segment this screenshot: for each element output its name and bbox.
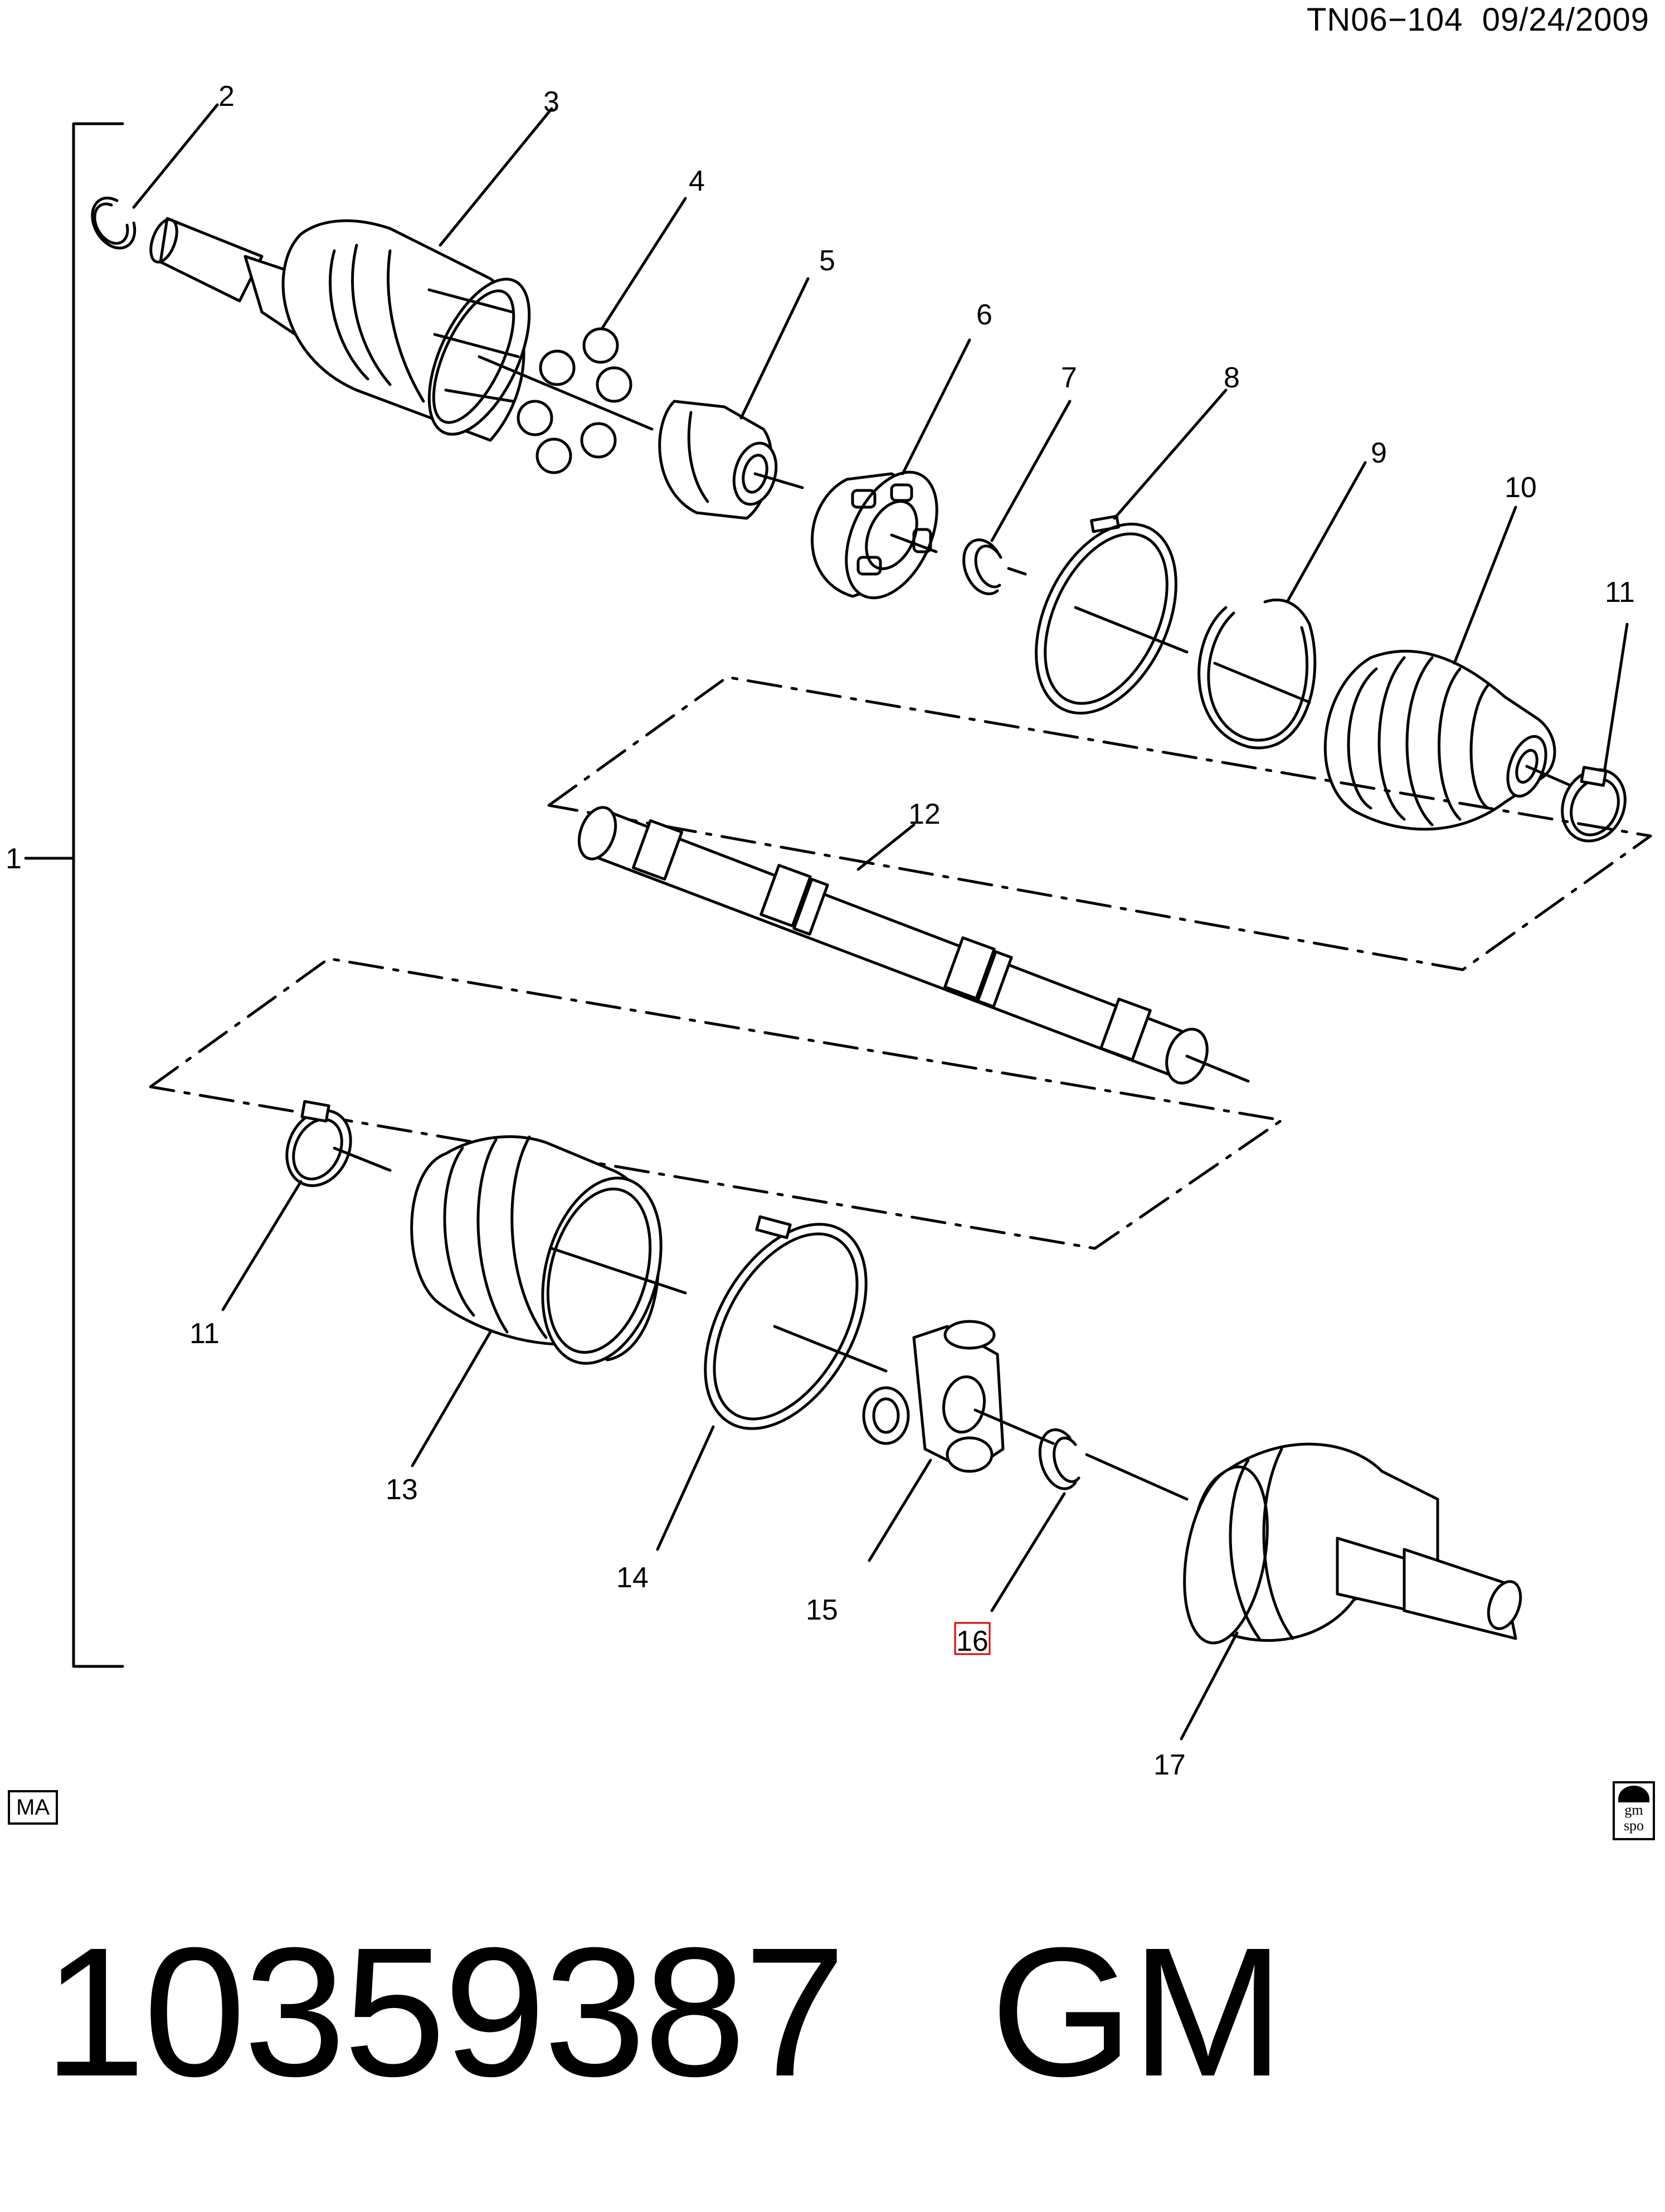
drawing-header: TN06−104 09/24/2009 — [1307, 1, 1649, 38]
drawing-date: 09/24/2009 — [1482, 2, 1649, 38]
callout-11-lower: 11 — [189, 1318, 220, 1350]
callout-5: 5 — [819, 245, 835, 277]
small-boot-clamp-11-lower — [221, 1100, 392, 1311]
inner-joint-housing-17 — [1180, 1442, 1522, 1741]
inner-race-5 — [658, 277, 810, 520]
bearing-balls-4 — [517, 197, 687, 474]
snap-ring-7 — [962, 400, 1072, 595]
callout-17: 17 — [1153, 1749, 1186, 1781]
callout-3: 3 — [543, 86, 559, 118]
callout-4: 4 — [689, 165, 705, 197]
retaining-ring-2 — [91, 103, 219, 250]
outer-boot-10 — [1323, 505, 1573, 831]
callout-10: 10 — [1505, 471, 1537, 504]
tripot-spider-15 — [862, 1320, 1055, 1562]
gm-spo-line1: gm — [1624, 1802, 1643, 1818]
callout-6: 6 — [976, 299, 992, 331]
ma-badge: MA — [8, 1790, 58, 1825]
assembly-bracket — [24, 122, 124, 1668]
callout-7: 7 — [1061, 362, 1077, 394]
callout-13: 13 — [386, 1474, 418, 1506]
brand-name: GM — [990, 1909, 1284, 2114]
axle-shaft-12 — [577, 806, 1250, 1085]
large-boot-clamp-14 — [656, 1215, 888, 1551]
ball-cage-6 — [811, 338, 971, 600]
large-boot-clamp-8 — [1035, 388, 1228, 715]
inner-boot-13 — [410, 1135, 687, 1467]
callout-9: 9 — [1371, 437, 1387, 469]
gm-spo-line2: spo — [1623, 1817, 1644, 1834]
part-number: 10359387 — [43, 1909, 846, 2114]
callout-14: 14 — [616, 1562, 649, 1594]
gm-spo-logo: gm spo — [1613, 1781, 1655, 1840]
drawing-code: TN06−104 — [1306, 2, 1463, 38]
shaft-frame-lower — [149, 957, 1283, 1250]
callout-labels: 1 2 3 4 5 6 7 8 9 10 11 12 11 13 14 15 1… — [6, 80, 1635, 1781]
callout-15: 15 — [806, 1594, 838, 1626]
callout-1: 1 — [6, 843, 22, 875]
callout-11-upper: 11 — [1605, 576, 1635, 609]
callout-12: 12 — [908, 798, 941, 830]
snap-ring-16 — [954, 1428, 1189, 1655]
callout-16: 16 — [956, 1625, 989, 1657]
boot-ring-9 — [1197, 461, 1367, 750]
outer-joint-housing-3 — [149, 107, 654, 442]
footer-part-number: 10359387 GM — [43, 1906, 1284, 2118]
shaft-frame-upper — [547, 675, 1652, 971]
small-boot-clamp-11-upper — [1561, 623, 1629, 843]
callout-2: 2 — [218, 80, 235, 113]
callout-8: 8 — [1224, 362, 1240, 394]
